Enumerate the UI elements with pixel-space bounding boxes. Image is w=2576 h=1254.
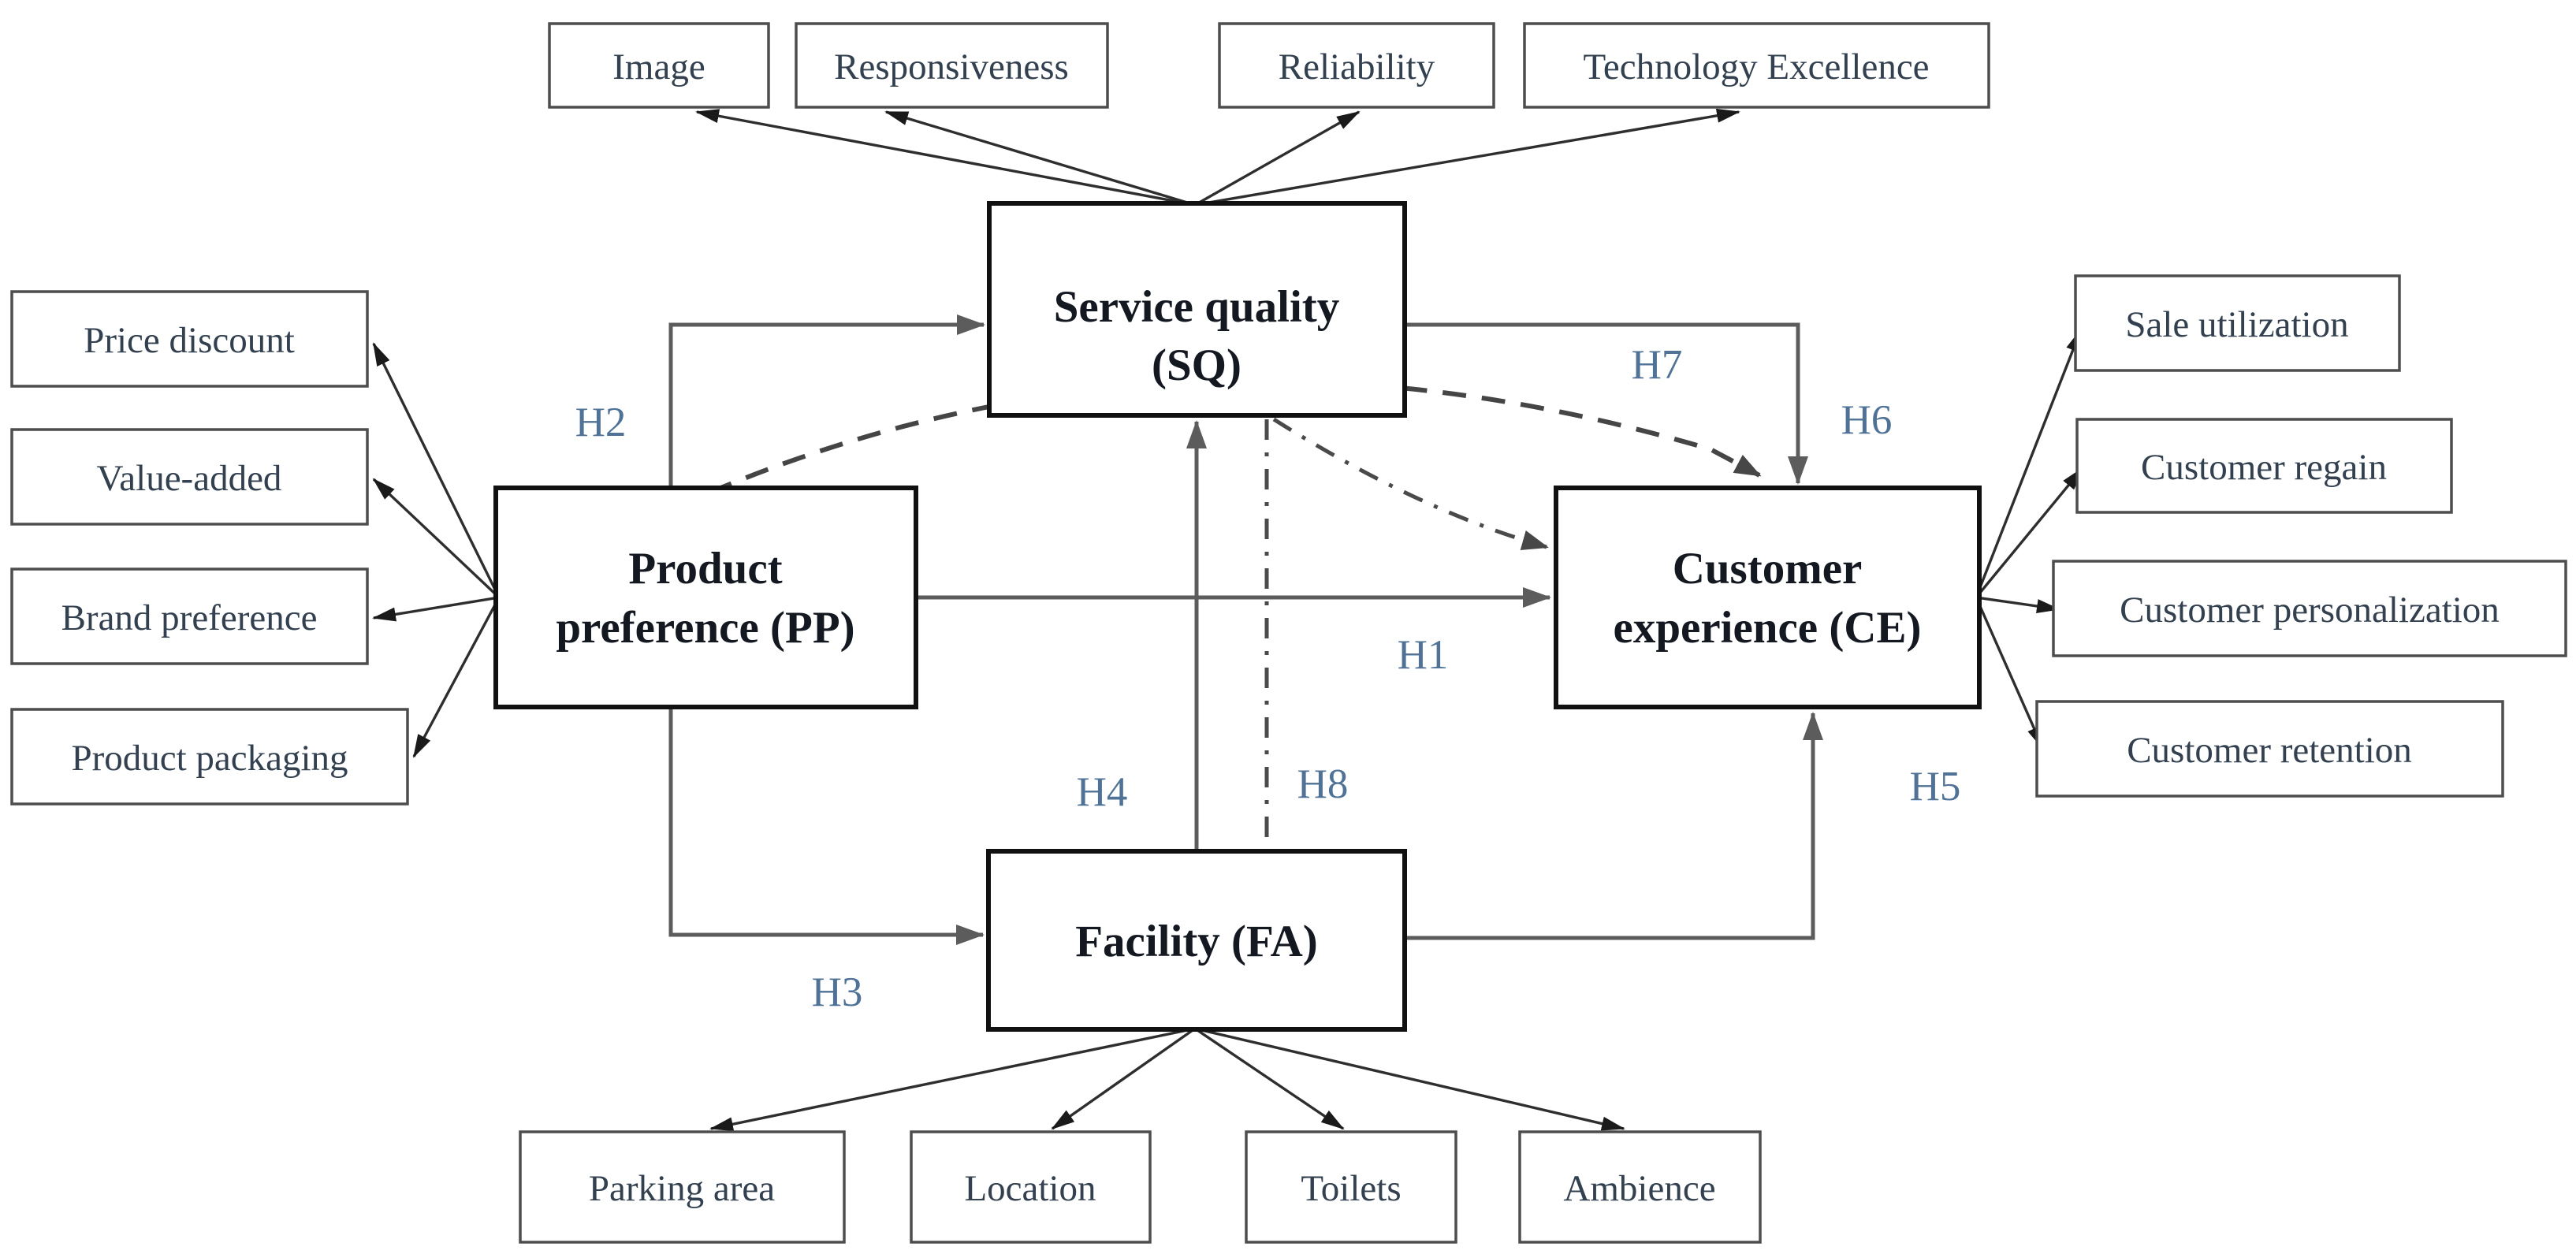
indicator-brand-preference-box [10, 567, 369, 665]
edge-pp-value-added [372, 478, 501, 599]
label-h1: H1 [1398, 632, 1449, 678]
edge-fa-ambience [1194, 1027, 1625, 1131]
indicator-customer-retention-label: Customer retention [2127, 730, 2412, 771]
indicator-responsiveness: Responsiveness [795, 22, 1109, 109]
label-h8: H8 [1297, 761, 1349, 807]
indicator-toilets: Toilets [1245, 1130, 1457, 1244]
indicator-customer-regain-label: Customer regain [2141, 447, 2387, 488]
label-h5: H5 [1910, 764, 1961, 809]
construct-pp: Product preference (PP) [493, 486, 918, 709]
edge-sq-ce-dashdot-curve [1272, 417, 1549, 551]
edge-ce-customer-personalization [1975, 596, 2060, 613]
indicator-customer-retention-box [2035, 700, 2504, 798]
indicator-ambience-box [1518, 1130, 1762, 1244]
edge-h6-sq-ce [1405, 322, 1808, 485]
indicator-ambience: Ambience [1518, 1130, 1762, 1244]
indicator-customer-regain: Customer regain [2075, 418, 2453, 514]
indicator-brand-preference-label: Brand preference [61, 597, 318, 638]
construct-sq-label-line1: Service quality [1054, 282, 1340, 332]
indicator-reliability: Reliability [1218, 22, 1495, 109]
construct-fa-label: Facility (FA) [1075, 917, 1318, 966]
indicator-value-added-box [10, 428, 369, 526]
indicator-sale-utilization: Sale utilization [2074, 274, 2401, 372]
indicator-reliability-label: Reliability [1279, 47, 1435, 87]
indicator-technology-excellence: Technology Excellence [1523, 22, 1990, 109]
edge-sq-responsiveness [884, 110, 1196, 207]
construct-ce-label-line2: experience (CE) [1614, 603, 1922, 653]
edge-pp-price-discount [372, 342, 501, 598]
indicator-reliability-box [1218, 22, 1495, 109]
indicator-toilets-box [1245, 1130, 1457, 1244]
indicator-brand-preference: Brand preference [10, 567, 369, 665]
hypothesis-labels: H1 H2 H3 H4 H5 H6 H7 H8 [575, 342, 1961, 1015]
indicator-responsiveness-label: Responsiveness [834, 47, 1069, 87]
edge-sq-reliability [1194, 110, 1361, 207]
label-h2: H2 [575, 400, 627, 445]
edge-sq-image [695, 109, 1196, 207]
indicator-edges [372, 108, 2084, 1132]
edge-pp-product-packaging [412, 597, 501, 758]
indicator-toilets-label: Toilets [1301, 1168, 1401, 1209]
edge-h2-pp-sq [668, 314, 985, 488]
indicator-technology-excellence-label: Technology Excellence [1583, 47, 1929, 87]
edge-h5-fa-ce [1405, 712, 1823, 940]
edge-pp-brand-preference [372, 596, 500, 622]
indicator-parking-area-box [519, 1130, 846, 1244]
edge-fa-toilets [1194, 1027, 1345, 1130]
construct-ce-box [1554, 486, 1982, 709]
edge-ce-customer-regain [1975, 467, 2084, 599]
indicator-price-discount-box [10, 290, 369, 388]
indicator-responsiveness-box [795, 22, 1109, 109]
construct-sq: Service quality (SQ) [987, 201, 1407, 418]
construct-fa: Facility (FA) [986, 849, 1407, 1032]
construct-pp-label-line2: preference (PP) [556, 603, 854, 653]
indicator-location-box [910, 1130, 1152, 1244]
edge-sq-technology-excellence [1194, 108, 1740, 207]
indicator-image-box [548, 22, 770, 109]
indicator-image: Image [548, 22, 770, 109]
edge-fa-parking-area [709, 1027, 1196, 1132]
construct-pp-label-line1: Product [628, 544, 782, 594]
indicator-customer-retention: Customer retention [2035, 700, 2504, 798]
indicator-sale-utilization-label: Sale utilization [2125, 304, 2348, 345]
indicator-value-added-label: Value-added [97, 458, 282, 499]
label-h4: H4 [1077, 769, 1128, 815]
indicator-customer-personalization: Customer personalization [2052, 560, 2567, 657]
indicator-value-added: Value-added [10, 428, 369, 526]
construct-sq-label-line2: (SQ) [1152, 340, 1241, 390]
indicator-location: Location [910, 1130, 1152, 1244]
label-h6: H6 [1841, 397, 1893, 443]
indicator-product-packaging: Product packaging [10, 708, 409, 806]
indicator-customer-personalization-box [2052, 560, 2567, 657]
indicator-location-label: Location [964, 1168, 1096, 1209]
indicator-technology-excellence-box [1523, 22, 1990, 109]
indicator-image-label: Image [612, 47, 705, 87]
indicator-price-discount: Price discount [10, 290, 369, 388]
edge-h3-pp-fa [668, 707, 985, 945]
edge-ce-customer-retention [1975, 597, 2045, 750]
indicator-product-packaging-box [10, 708, 409, 806]
indicator-ambience-label: Ambience [1563, 1168, 1715, 1209]
indicator-parking-area-label: Parking area [589, 1168, 775, 1209]
construct-sq-box [987, 201, 1407, 418]
indicator-sale-utilization-box [2074, 274, 2401, 372]
indicator-parking-area: Parking area [519, 1130, 846, 1244]
edge-ce-sale-utilization [1975, 328, 2083, 598]
edge-fa-location [1051, 1027, 1196, 1130]
construct-fa-box [986, 849, 1407, 1032]
construct-ce: Customer experience (CE) [1554, 486, 1982, 709]
construct-ce-label-line1: Customer [1673, 544, 1863, 594]
indicator-product-packaging-label: Product packaging [71, 738, 348, 779]
indicator-customer-personalization-label: Customer personalization [2120, 590, 2500, 631]
indicator-price-discount-label: Price discount [84, 320, 295, 361]
indicator-customer-regain-box [2075, 418, 2453, 514]
label-h3: H3 [812, 969, 863, 1015]
label-h7: H7 [1632, 342, 1683, 388]
construct-pp-box [493, 486, 918, 709]
